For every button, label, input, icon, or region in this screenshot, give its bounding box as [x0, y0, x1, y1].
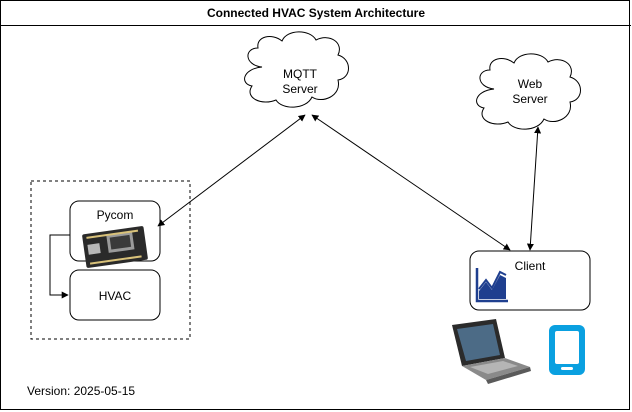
- diagram-title: Connected HVAC System Architecture: [1, 1, 631, 26]
- mqtt-pycom-connector: [157, 114, 306, 227]
- cloud-icon: [244, 31, 349, 108]
- pycom-board-icon: [82, 226, 148, 268]
- pycom-to-hvac-connector: [49, 234, 70, 299]
- hvac-label: HVAC: [99, 289, 132, 303]
- mqtt-server-label-line2: Server: [282, 82, 317, 96]
- web-server-label-line2: Server: [512, 92, 547, 106]
- mqtt-client-connector: [311, 114, 511, 251]
- chart-icon: [475, 268, 508, 303]
- version-label: Version: 2025-05-15: [27, 384, 135, 398]
- mqtt-server-cloud[interactable]: MQTT Server: [244, 31, 349, 108]
- laptop-icon: [452, 319, 531, 384]
- web-server-cloud[interactable]: Web Server: [476, 53, 581, 130]
- client-label: Client: [515, 259, 546, 273]
- webserver-client-connector: [526, 126, 542, 251]
- smartphone-icon: [549, 325, 585, 375]
- mqtt-server-label-line1: MQTT: [283, 67, 318, 81]
- pycom-label: Pycom: [97, 208, 134, 222]
- hvac-node[interactable]: HVAC: [69, 269, 161, 321]
- web-server-label-line1: Web: [518, 77, 543, 91]
- device-group-boundary: [30, 180, 191, 340]
